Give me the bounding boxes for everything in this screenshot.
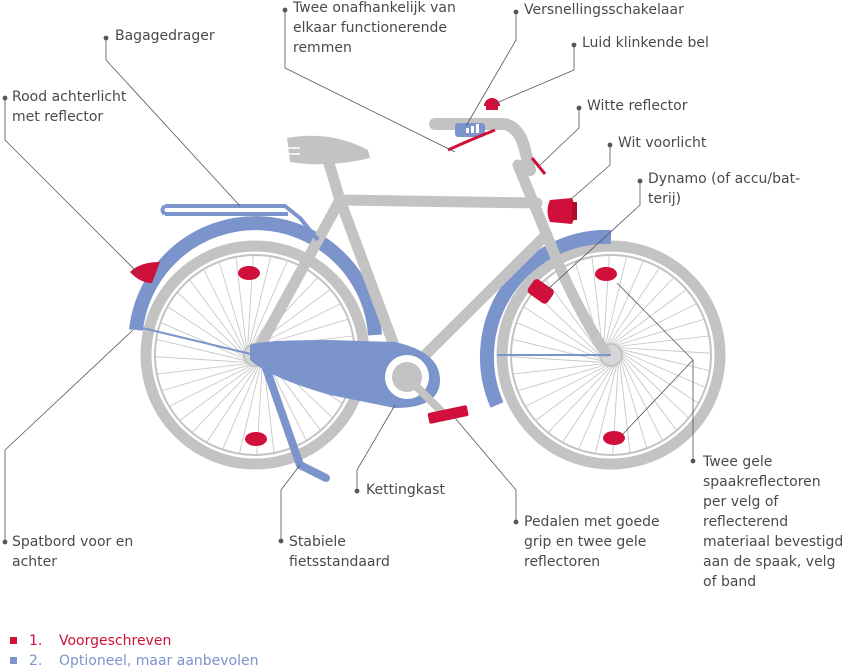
spoke	[512, 362, 614, 375]
pedal	[427, 405, 469, 424]
spoke	[614, 347, 690, 419]
spoke	[605, 303, 697, 350]
spoke	[516, 322, 610, 364]
label-brakes: Twee onafhankelijk van elkaar functioner…	[293, 0, 456, 56]
rear-light	[130, 262, 160, 283]
spoke	[179, 359, 262, 421]
label-chain-guard: Kettingkast	[366, 482, 445, 498]
front-mudguard	[480, 229, 612, 408]
rear-mudguard	[129, 216, 382, 336]
spoke	[615, 348, 677, 431]
spoke	[608, 335, 710, 348]
label-rear-light: Rood achterlicht met reflector	[12, 89, 127, 125]
spoke	[218, 261, 249, 360]
label-gear-shifter: Versnellingsschakelaar	[524, 2, 684, 18]
spoke	[603, 276, 675, 352]
spoke	[169, 360, 261, 407]
spoke	[189, 279, 251, 362]
spoke	[222, 356, 264, 450]
legend-item-required: 1.Voorgeschreven	[10, 632, 171, 650]
legend-item-optional: 2.Optioneel, maar aanbevolen	[10, 652, 259, 670]
saddle	[287, 135, 370, 165]
spoke	[617, 350, 648, 449]
spoke	[191, 358, 263, 434]
label-luggage-rack: Bagagedrager	[115, 28, 215, 44]
legend-square-icon	[10, 636, 17, 644]
spoke	[238, 354, 264, 454]
spoke	[562, 357, 619, 443]
spoke	[203, 269, 250, 361]
luggage-rack	[165, 204, 320, 242]
spoke	[613, 347, 699, 404]
spoke	[594, 354, 620, 454]
spoke	[578, 356, 620, 450]
label-kickstand: Stabiele fietsstandaard	[289, 534, 390, 570]
spoke	[167, 306, 253, 363]
front-light	[547, 198, 575, 224]
white-reflector	[530, 157, 547, 175]
spoke	[603, 267, 660, 353]
spoke	[206, 357, 263, 443]
spoke	[604, 289, 687, 351]
legend-square-icon	[10, 656, 17, 664]
spoke	[161, 361, 260, 392]
spoke	[618, 352, 631, 454]
spoke-reflectors	[238, 266, 625, 446]
spoke	[510, 356, 613, 364]
label-mudguards: Spatbord voor en achter	[12, 534, 134, 570]
leader-lines	[4, 10, 694, 542]
spoke	[246, 256, 272, 356]
spoke	[246, 260, 288, 354]
spoke	[602, 256, 628, 356]
spoke	[547, 358, 619, 434]
label-front-light: Wit voorlicht	[618, 135, 707, 151]
spoke	[602, 260, 644, 354]
label-dynamo: Dynamo (of accu/bat- terij)	[648, 171, 801, 207]
label-spoke-reflectors: Twee gele spaakreflectoren per velg of r…	[703, 454, 844, 590]
handlebar	[429, 98, 536, 176]
spoke	[523, 306, 609, 363]
spoke	[154, 356, 257, 364]
dynamo	[527, 279, 554, 304]
brake-lever	[447, 128, 496, 152]
spoke	[606, 318, 705, 349]
spoke	[156, 338, 256, 364]
spoke	[517, 361, 616, 392]
label-white-reflector: Witte reflector	[587, 98, 688, 114]
bell	[484, 98, 500, 106]
label-pedals: Pedalen met goede grip en twee gele refl…	[524, 514, 660, 570]
spoke	[612, 346, 706, 388]
spoke	[532, 291, 608, 363]
spoke	[616, 349, 663, 441]
label-bell: Luid klinkende bel	[582, 35, 709, 51]
spoke	[609, 346, 712, 354]
spoke	[525, 360, 617, 407]
spoke	[535, 359, 618, 421]
spoke	[512, 338, 612, 364]
leader-dots	[2, 7, 696, 545]
spoke	[235, 256, 248, 358]
spoke	[156, 362, 258, 375]
